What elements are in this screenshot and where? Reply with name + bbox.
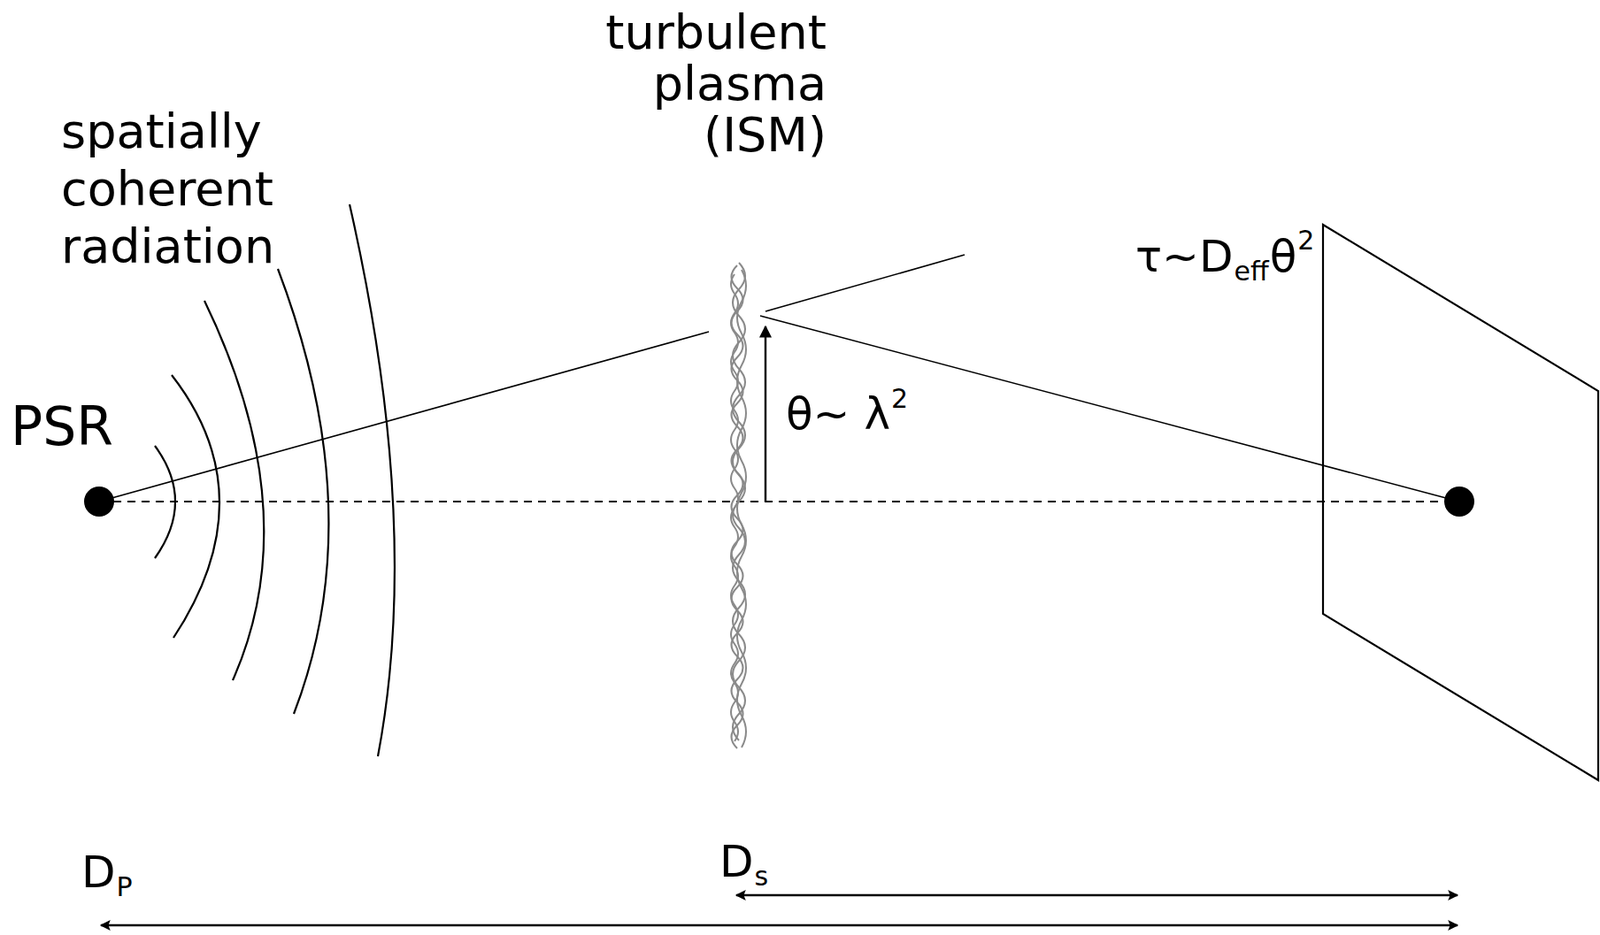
- source-label: PSR: [10, 396, 114, 458]
- region-label: turbulent plasma (ISM): [605, 7, 827, 162]
- wavefront: [277, 269, 329, 715]
- turbulent-screen: [730, 262, 747, 749]
- screen-strand: [730, 274, 739, 742]
- observer-dot: [1444, 486, 1475, 517]
- formula-label: τ~D: [1135, 231, 1234, 284]
- caption-label: spatially coherent radiation: [61, 102, 275, 276]
- ray: [760, 315, 1460, 502]
- superscript: 2: [1297, 225, 1315, 257]
- wavefronts: [154, 204, 395, 757]
- distance-arrow: [100, 924, 1458, 927]
- formula-label: θ: [1269, 231, 1298, 284]
- ray: [99, 331, 709, 502]
- pulsar-dot: [84, 486, 115, 517]
- distance-label: D: [719, 837, 754, 889]
- subscript: eff: [1234, 256, 1270, 288]
- ray: [765, 254, 965, 312]
- wavefront: [204, 300, 264, 681]
- subscript: P: [116, 872, 133, 904]
- formula-label: θ~ λ: [785, 389, 891, 441]
- distance-arrow: [736, 894, 1458, 897]
- superscript: 2: [891, 384, 908, 416]
- observer-plane: [1323, 224, 1599, 781]
- line-of-sight: [99, 500, 1460, 503]
- wavefront: [171, 375, 220, 639]
- distance-label: D: [81, 847, 116, 900]
- angle-arrow: [764, 326, 767, 502]
- subscript: s: [754, 861, 770, 893]
- wavefront: [349, 204, 395, 757]
